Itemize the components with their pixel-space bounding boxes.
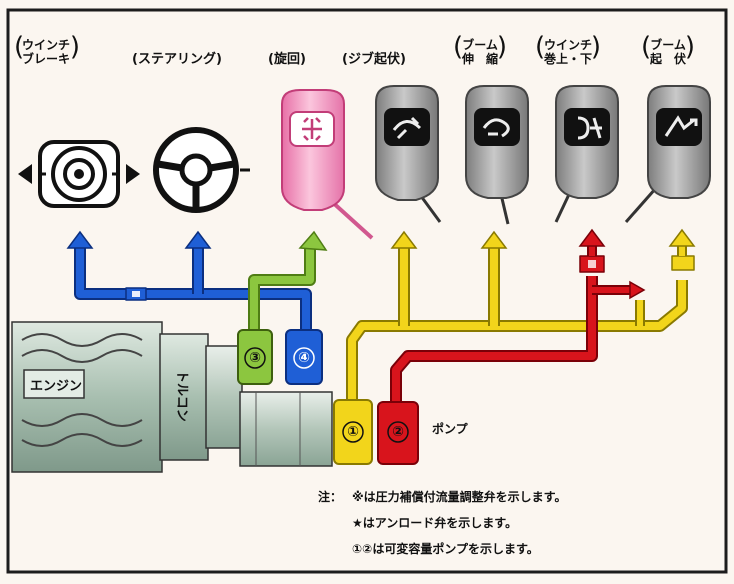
arrow-slewing xyxy=(298,230,328,251)
arrow-winch-brake xyxy=(66,230,94,249)
arrow-winch-hoist xyxy=(578,228,606,247)
note-line-2: ★はアンロード弁を示します。 xyxy=(352,516,518,530)
torque-converter-label: トルコン xyxy=(174,370,189,422)
pump-4: ④ xyxy=(285,329,323,385)
label-winch-hoist-line1: ウインチ xyxy=(544,38,593,52)
jib-luffing-lever-icon xyxy=(375,85,442,223)
arrow-red-to-yellow xyxy=(629,280,646,300)
arrow-boom-luffing xyxy=(668,228,696,247)
drive-shaft xyxy=(239,391,333,467)
engine-assembly xyxy=(11,321,333,473)
winch-hoist-lever-icon xyxy=(554,85,619,223)
boom-telescope-lever-icon xyxy=(465,85,529,225)
label-boom-telescope: ( ブーム 伸 縮 ) xyxy=(453,32,508,66)
pump-2: ② xyxy=(377,401,419,465)
pump-2-label: ② xyxy=(392,424,404,440)
label-steering: (ステアリング) xyxy=(132,52,222,67)
label-winch-brake: ( ウインチ ブレーキ ) xyxy=(14,32,81,66)
label-boom-luffing-line1: ブーム xyxy=(650,38,686,52)
blue-circuit xyxy=(74,244,312,330)
arrow-steering xyxy=(184,230,212,249)
arrow-jib-luffing xyxy=(390,230,418,249)
label-jib-luffing: (ジブ起伏) xyxy=(342,52,406,67)
pump-1-label: ① xyxy=(347,424,359,440)
pump-4-label: ④ xyxy=(298,350,310,366)
yellow-circuit xyxy=(346,246,695,400)
engine-label-box xyxy=(23,369,85,399)
label-winch-hoist: ( ウインチ 巻上・下 ) xyxy=(535,32,602,66)
diagram-frame xyxy=(6,8,728,574)
boom-luffing-lever-icon xyxy=(624,85,711,223)
pump-3-label: ③ xyxy=(249,350,261,366)
label-boom-telescope-line2: 伸 縮 xyxy=(462,52,499,66)
label-boom-luffing-line2: 起 伏 xyxy=(650,52,687,66)
note-line-1: ※は圧力補償付流量調整弁を示します。 xyxy=(352,490,567,504)
pump-3: ③ xyxy=(237,329,273,385)
unload-valve-yellow xyxy=(671,255,695,271)
winch-brake-drum-icon xyxy=(18,140,140,208)
slewing-lever-icon xyxy=(281,89,374,240)
label-slewing: (旋回) xyxy=(268,52,306,67)
label-winch-brake-line2: ブレーキ xyxy=(22,52,71,66)
red-circuit xyxy=(390,246,632,404)
pump-label: ポンプ xyxy=(432,422,468,436)
label-boom-luffing: ( ブーム 起 伏 ) xyxy=(641,32,696,66)
engine-label: エンジン xyxy=(30,379,82,394)
note-prefix: 注： xyxy=(318,490,343,504)
green-circuit xyxy=(248,248,316,330)
pump-1: ① xyxy=(333,399,373,465)
note-line-3: ①②は可変容量ポンプを示します。 xyxy=(352,542,539,556)
label-boom-telescope-line1: ブーム xyxy=(462,38,498,52)
label-winch-brake-line1: ウインチ xyxy=(22,38,71,52)
steering-wheel-icon xyxy=(153,127,250,213)
label-winch-hoist-line2: 巻上・下 xyxy=(544,52,593,66)
arrow-boom-telescope xyxy=(480,230,508,249)
